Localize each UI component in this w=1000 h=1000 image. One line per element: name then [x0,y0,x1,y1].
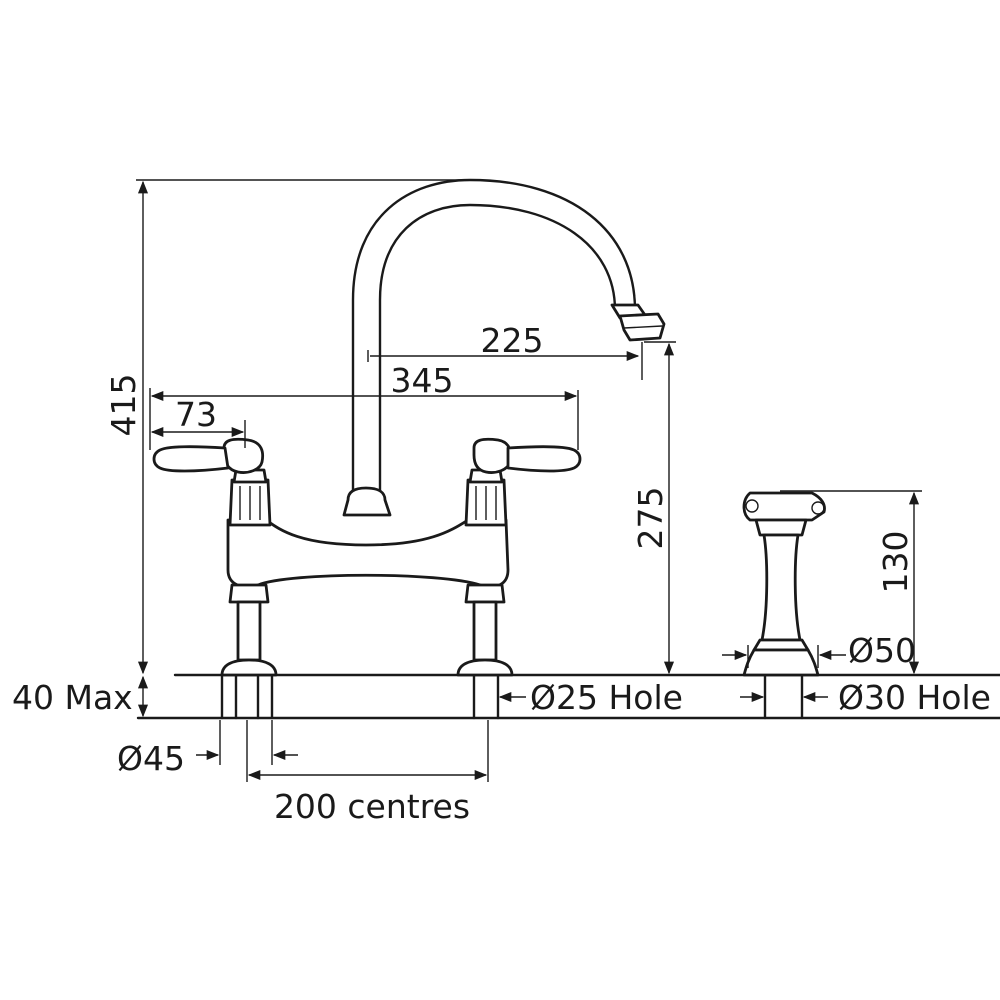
label-deck-thickness: 40 Max [12,678,133,717]
dimension-lines [136,179,922,782]
side-spray [742,491,826,677]
dimension-labels: 415 225 345 73 275 130 Ø50 40 Max Ø25 Ho… [12,321,991,826]
label-spray-diameter: Ø50 [848,631,916,670]
label-handle-span: 345 [391,361,454,400]
label-spray-height: 130 [876,531,915,594]
label-handle-length: 73 [175,395,217,434]
label-spout-height: 275 [631,487,670,550]
label-spout-reach: 225 [481,321,544,360]
label-spray-hole: Ø30 Hole [838,678,991,717]
label-tap-hole: Ø25 Hole [530,678,683,717]
deck [136,673,1000,720]
label-centres: 200 centres [274,787,470,826]
label-base-diameter: Ø45 [117,739,185,778]
bridge-tap [152,178,666,677]
label-total-height: 415 [104,374,143,437]
